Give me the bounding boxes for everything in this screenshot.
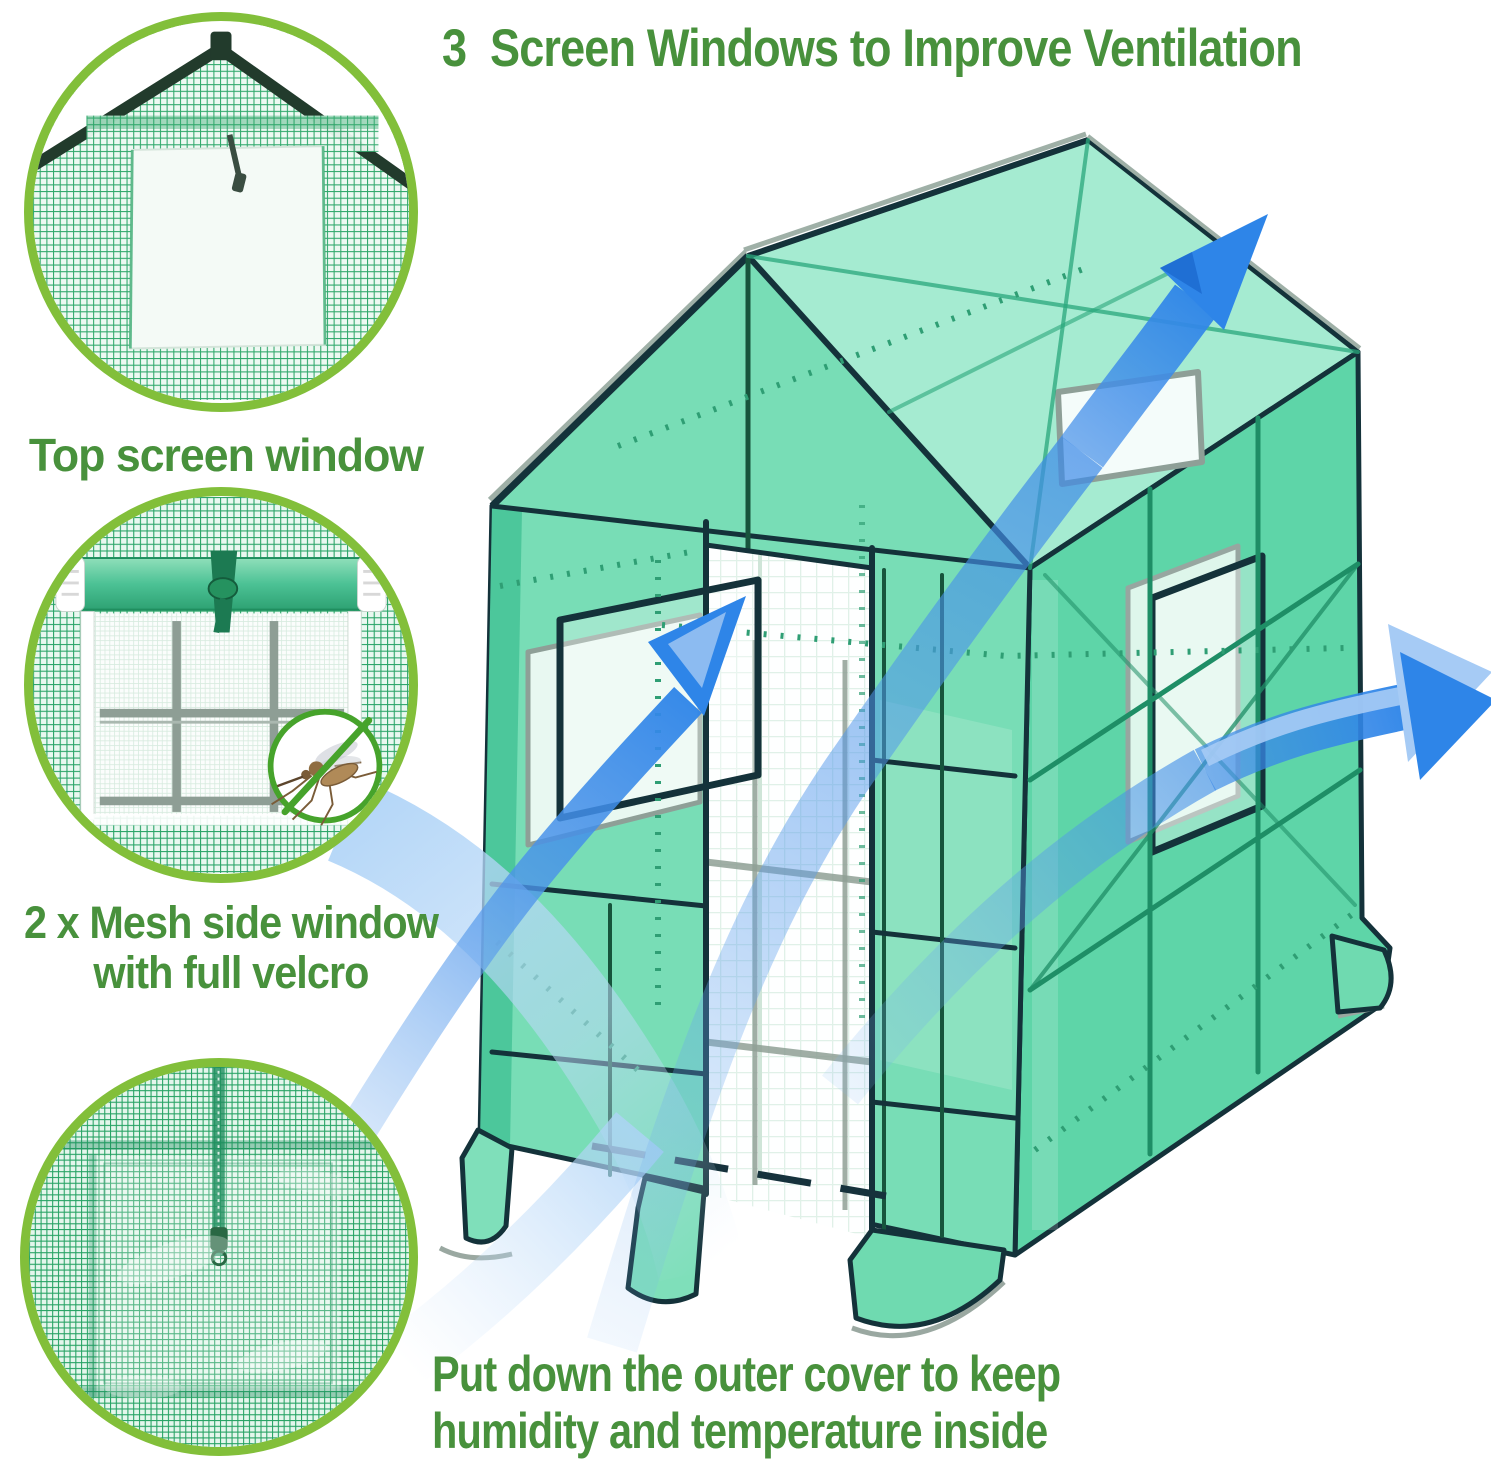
top-screen-window-photo bbox=[24, 12, 418, 412]
airflow-arrow-roof bbox=[587, 214, 1268, 1353]
mosquito-no-entry-icon bbox=[267, 708, 383, 826]
side-window-label: 2 x Mesh side window with full velcro bbox=[18, 898, 443, 998]
airflow-stream-pale-2 bbox=[383, 1112, 664, 1385]
title-number: 3 bbox=[442, 19, 467, 78]
airflow-arrow-side-window bbox=[822, 624, 1491, 1105]
zipper-pull-icon bbox=[226, 134, 242, 178]
outer-cover-caption: Put down the outer cover to keep humidit… bbox=[432, 1346, 1061, 1460]
mesh-side-window-photo bbox=[24, 487, 418, 883]
outer-cover-photo-art bbox=[29, 1067, 409, 1447]
title-text: Screen Windows to Improve Ventilation bbox=[490, 19, 1303, 78]
roof-pole-left bbox=[33, 43, 224, 173]
page-title: 3 Screen Windows to Improve Ventilation bbox=[442, 18, 1303, 79]
side-window-label-line1: 2 x Mesh side window bbox=[23, 897, 439, 948]
center-zipper bbox=[210, 1067, 228, 1267]
cover-seam-dotted-lines bbox=[494, 265, 1360, 1153]
outer-cover-caption-line1: Put down the outer cover to keep bbox=[432, 1346, 1061, 1402]
airflow-arrow-front-window bbox=[301, 596, 746, 1205]
top-screen-window-photo-art bbox=[33, 24, 409, 400]
outer-cover-photo bbox=[20, 1058, 418, 1456]
airflow-stream-pale-1 bbox=[327, 779, 746, 1282]
top-window-label: Top screen window bbox=[28, 429, 424, 481]
side-window-label-line2: with full velcro bbox=[93, 947, 369, 998]
mesh-side-window-photo-art bbox=[33, 497, 409, 873]
roof-apex-connector bbox=[210, 31, 232, 61]
top-window-pane bbox=[129, 145, 326, 350]
outer-cover-caption-line2: humidity and temperature inside bbox=[432, 1403, 1048, 1459]
